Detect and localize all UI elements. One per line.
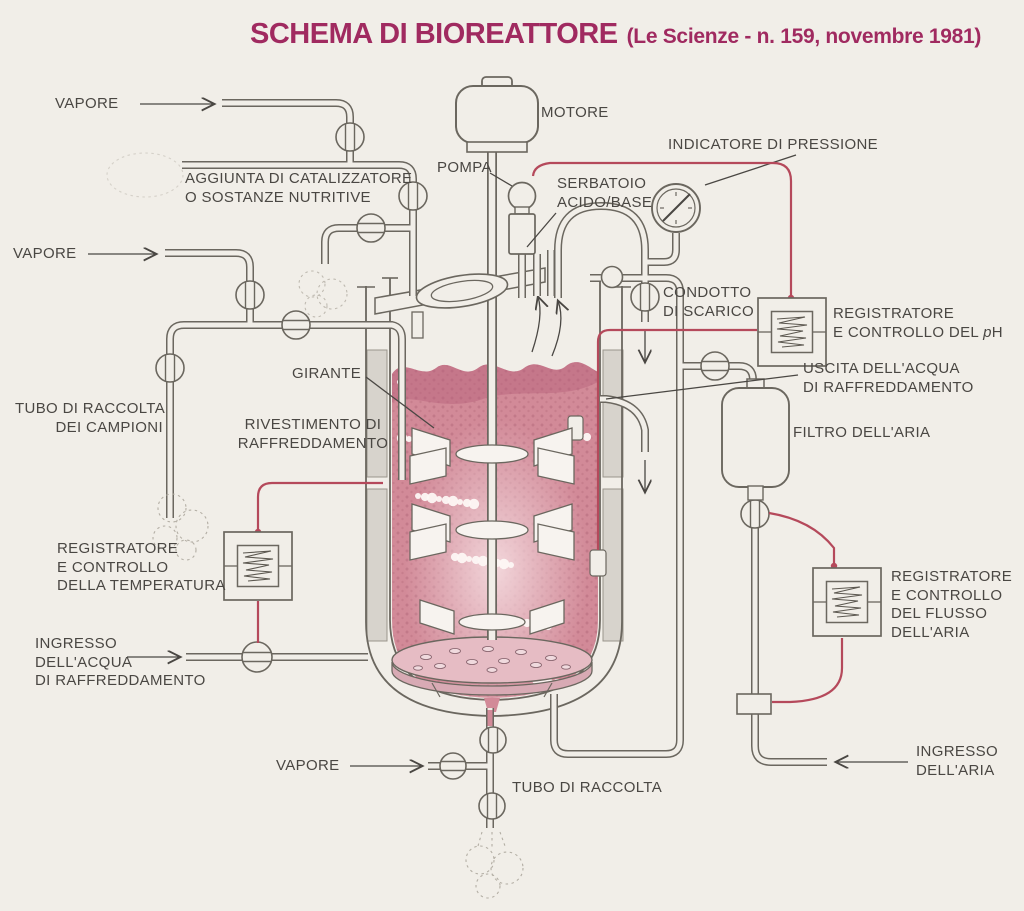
label-registratore-flusso: REGISTRATORE E CONTROLLO DEL FLUSSO DELL…: [891, 568, 1012, 642]
label-ingresso-acqua: INGRESSO DELL'ACQUA DI RAFFREDDAMENTO: [35, 635, 206, 691]
label-arrows: [88, 104, 908, 766]
label-line: CONDOTTO: [663, 284, 752, 301]
label-line: RIVESTIMENTO DI: [244, 416, 382, 433]
label-line: INGRESSO: [916, 743, 998, 760]
label-ingresso-aria: INGRESSO DELL'ARIA: [916, 743, 998, 780]
label-line: DI SCARICO: [663, 302, 755, 320]
label-line: VAPORE: [13, 245, 77, 262]
label-line: SERBATOIO: [557, 175, 647, 192]
label-line: FILTRO DELL'ARIA: [793, 424, 931, 441]
air-control-valve: [736, 693, 772, 715]
label-line: DEL FLUSSO: [891, 605, 988, 622]
label-line: DELLA TEMPERATURA: [57, 577, 226, 594]
page-title: SCHEMA DI BIOREATTORE (Le Scienze - n. 15…: [250, 18, 981, 51]
label-line: INGRESSO: [35, 635, 117, 652]
label-vapore-bottom: VAPORE: [276, 757, 340, 776]
label-uscita-acqua: USCITA DELL'ACQUA DI RAFFREDDAMENTO: [803, 360, 974, 397]
label-line: E CONTROLLO: [891, 586, 1003, 604]
label-vapore-mid: VAPORE: [13, 245, 77, 264]
pipes: [165, 103, 827, 828]
label-line: O SOSTANZE NUTRITIVE: [185, 188, 371, 206]
label-line: DELL'ACQUA: [35, 653, 133, 671]
label-vapore-top: VAPORE: [55, 95, 119, 114]
label-line: VAPORE: [276, 757, 340, 774]
label-line: E CONTROLLO: [57, 558, 169, 576]
label-serbatoio: SERBATOIO ACIDO/BASE: [557, 175, 652, 212]
head-plate: [374, 267, 546, 339]
label-line: REGISTRATORE: [833, 305, 955, 322]
sight-glass: [415, 273, 509, 309]
label-registratore-temperatura: REGISTRATORE E CONTROLLO DELLA TEMPERATU…: [57, 540, 226, 596]
label-line: DELL'ARIA: [916, 761, 995, 779]
air-filter: [721, 378, 790, 501]
label-line: MOTORE: [541, 104, 609, 121]
label-indicatore-pressione: INDICATORE DI PRESSIONE: [668, 136, 878, 155]
label-line: USCITA DELL'ACQUA: [803, 360, 960, 377]
label-line: DI RAFFREDDAMENTO: [803, 378, 974, 396]
label-line: REGISTRATORE: [57, 540, 179, 557]
label-registratore-ph: REGISTRATORE E CONTROLLO DEL pH: [833, 305, 1003, 342]
label-line: VAPORE: [55, 95, 119, 112]
gas-arrows: [531, 297, 561, 357]
label-girante: GIRANTE: [292, 365, 361, 384]
temperature-recorder: [224, 532, 292, 600]
label-rivestimento: RIVESTIMENTO DI RAFFREDDAMENTO: [227, 416, 399, 453]
airflow-recorder: [813, 568, 881, 636]
label-line: INDICATORE DI PRESSIONE: [668, 136, 879, 153]
label-line: DI RAFFREDDAMENTO: [35, 672, 206, 689]
title-main: SCHEMA DI BIOREATTORE: [250, 18, 618, 50]
cooling-jacket: [366, 349, 624, 642]
label-filtro-aria: FILTRO DELL'ARIA: [793, 424, 930, 443]
sparger-plate: [391, 636, 593, 698]
ph-probe: [589, 549, 607, 577]
ph-recorder: [758, 298, 826, 366]
label-line: RAFFREDDAMENTO: [237, 434, 389, 452]
impellers: [409, 427, 575, 635]
label-line: POMPA: [437, 159, 492, 176]
label-pompa: POMPA: [437, 159, 492, 178]
label-line: DEI CAMPIONI: [55, 418, 163, 436]
label-tubo-raccolta: TUBO DI RACCOLTA: [512, 779, 662, 798]
acid-base-pump: [507, 181, 537, 255]
label-line: REGISTRATORE: [891, 568, 1013, 585]
label-line: TUBO DI RACCOLTA: [512, 779, 663, 796]
label-line: TUBO DI RACCOLTA: [15, 400, 166, 417]
label-line: ACIDO/BASE: [557, 193, 653, 211]
title-source: (Le Scienze - n. 159, novembre 1981): [626, 25, 982, 48]
label-aggiunta-catalizzatore: AGGIUNTA DI CATALIZZATORE O SOSTANZE NUT…: [185, 170, 412, 207]
motor: [455, 76, 539, 153]
spray-clouds: [106, 152, 524, 899]
label-line: E CONTROLLO DEL pH: [833, 323, 1003, 341]
label-tubo-campioni: TUBO DI RACCOLTA DEI CAMPIONI: [15, 400, 166, 437]
label-condotto-scarico: CONDOTTO DI SCARICO: [663, 284, 754, 321]
label-line: AGGIUNTA DI CATALIZZATORE: [185, 170, 413, 187]
label-line: GIRANTE: [292, 365, 362, 382]
valves: [155, 122, 772, 820]
acid-base-reservoir: [508, 213, 536, 255]
label-line: DELL'ARIA: [891, 623, 970, 641]
pressure-gauge: [651, 183, 701, 233]
label-motore: MOTORE: [541, 104, 609, 123]
